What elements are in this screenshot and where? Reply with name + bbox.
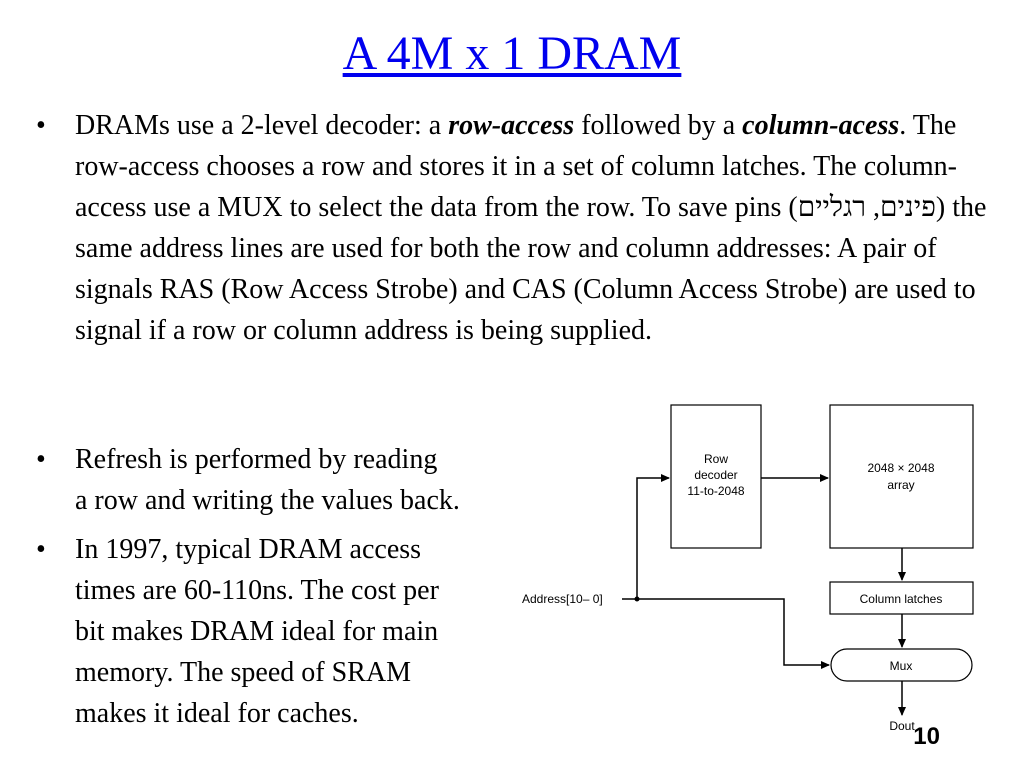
bullet-3-line-2: times are 60-110ns. The cost per: [75, 575, 439, 606]
address-to-mux-arrow: [637, 598, 830, 669]
bullet-3-line-4: memory. The speed of SRAM: [75, 657, 411, 688]
row-access-term: row-access: [448, 110, 575, 141]
bullet-3-line-3: bit makes DRAM ideal for main: [75, 616, 439, 647]
column-latches-label: Column latches: [860, 592, 943, 606]
bullet-marker: •: [36, 110, 46, 141]
slide-title: A 4M x 1 DRAM: [342, 27, 682, 80]
dout-label: Dout: [889, 719, 915, 733]
column-latches-box: [829, 581, 974, 615]
hebrew-term: פינים, רגליים: [797, 192, 936, 223]
bullet-marker: •: [36, 534, 46, 565]
bullet-3-line-1: In 1997, typical DRAM access: [75, 534, 422, 565]
row-decoder-label-line-2: decoder: [694, 468, 737, 482]
column-access-term: column-acess: [742, 110, 900, 141]
bullet-2-line-2: a row and writing the values back.: [75, 485, 460, 516]
bullet-3-line-5: makes it ideal for caches.: [75, 698, 359, 729]
address-label: Address[10– 0]: [522, 592, 603, 606]
bullet-2-line-1: Refresh is performed by reading: [75, 444, 438, 475]
bullet-marker: •: [36, 444, 46, 475]
row-decoder-label-line-1: Row: [704, 452, 728, 466]
memory-array-label-line-2: array: [887, 478, 914, 492]
address-to-row-decoder-arrow: [636, 474, 670, 599]
memory-array-box: [829, 404, 974, 549]
mux-label: Mux: [890, 659, 913, 673]
memory-array-label-line-1: 2048 × 2048: [867, 461, 934, 475]
bullet-1-part-3: . The row-access chooses a row and store…: [75, 110, 957, 223]
bullet-1-part-2: followed by a: [574, 110, 743, 141]
row-decoder-box: [670, 404, 762, 549]
bullet-1-text: DRAMs use a 2-level decoder: a row-acces…: [75, 105, 995, 351]
bullet-1-part-4: ) the same address lines are used for bo…: [75, 192, 987, 346]
page-number: 10: [913, 723, 940, 750]
row-decoder-label-line-3: 11-to-2048: [687, 484, 744, 498]
bullet-1-part-1: DRAMs use a 2-level decoder: a: [75, 110, 449, 141]
